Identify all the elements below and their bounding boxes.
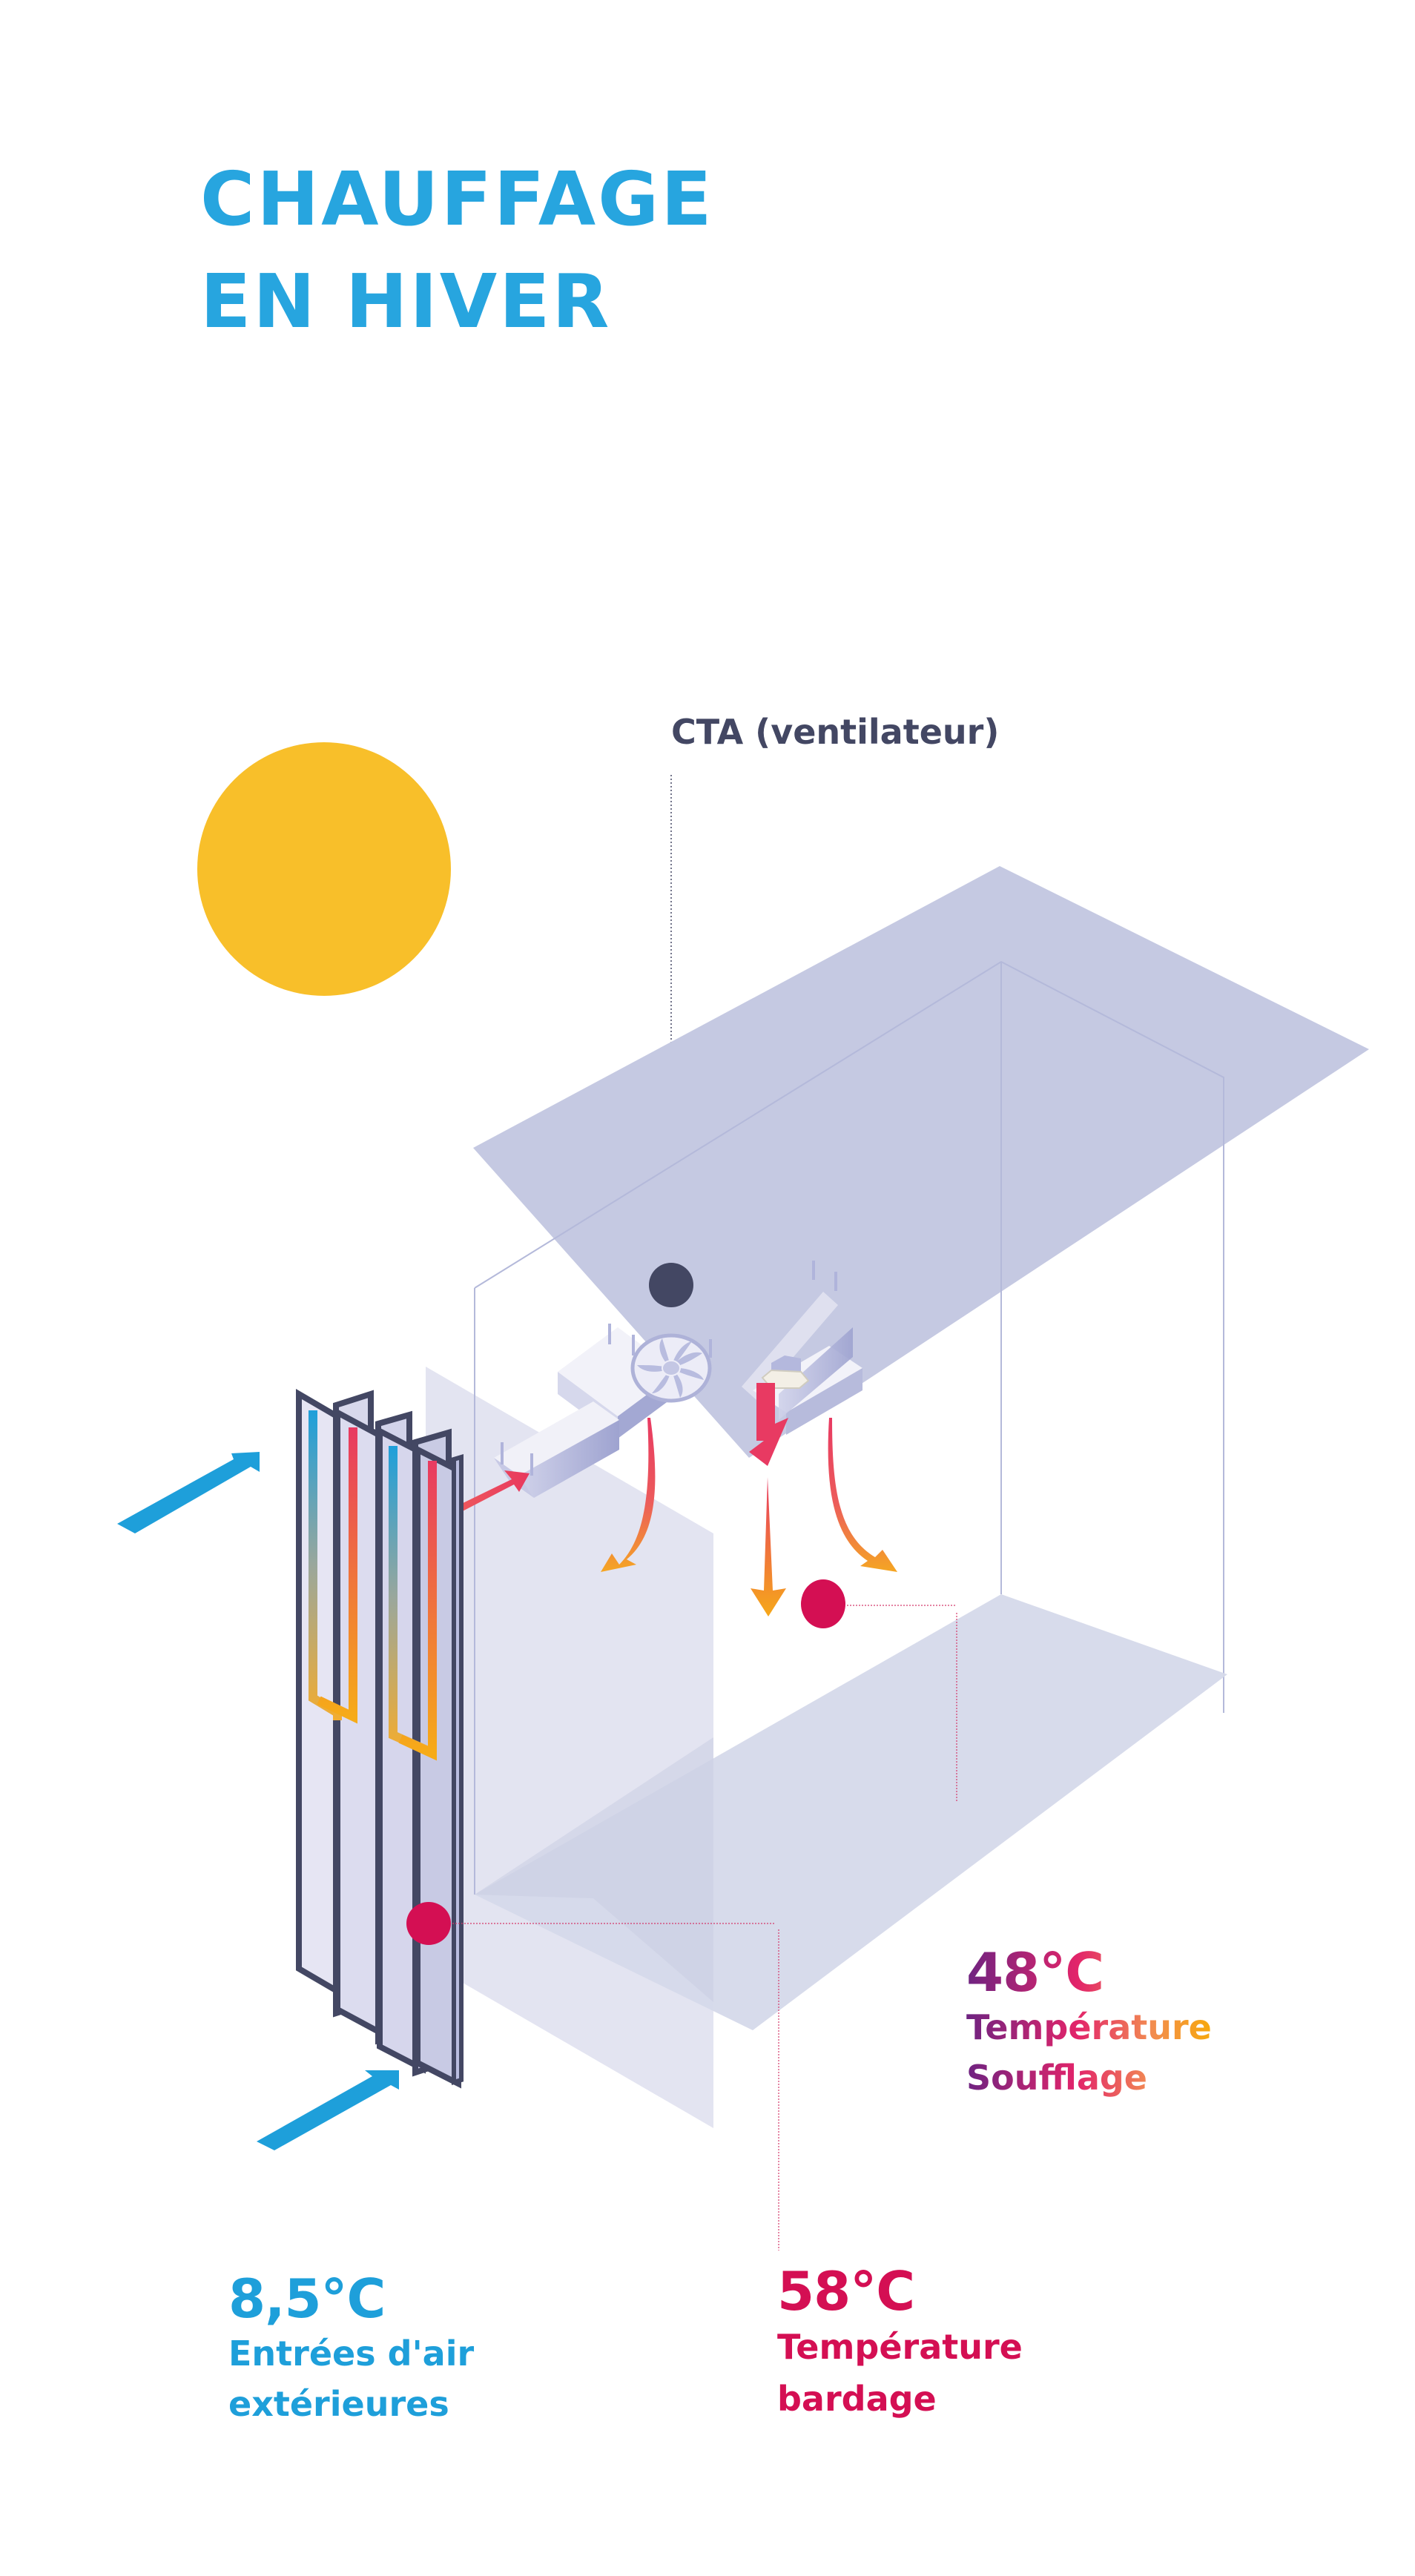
wall-panel (426, 1367, 713, 2128)
bardage-line-2: bardage (777, 2379, 937, 2419)
bardage-marker-dot (406, 1902, 451, 1945)
bardage-leader-line (452, 1923, 779, 2250)
cold-air-arrow-top (117, 1452, 260, 1533)
bardage-cladding (296, 1389, 464, 2089)
building-wireframe (474, 960, 1224, 1895)
exterior-line-2: extérieures (228, 2384, 449, 2424)
title-line-1: CHAUFFAGE (200, 156, 714, 242)
ceiling-panel (473, 866, 1369, 1458)
cold-air-arrow-bottom (257, 2070, 399, 2150)
soufflage-leader-line (847, 1605, 957, 1802)
soufflage-line-1: Température (966, 2002, 1212, 2052)
air-to-cta-arrow (454, 1470, 530, 1514)
soufflage-temperature: 48°C (966, 1943, 1212, 2002)
bardage-label: 58°C Température bardage (777, 2262, 1023, 2425)
arrow-curve-right-icon (828, 1418, 897, 1572)
page-title: CHAUFFAGE EN HIVER (200, 148, 714, 353)
sun-icon (197, 742, 451, 996)
exterior-air-label: 8,5°C Entrées d'air extérieures (228, 2269, 474, 2429)
exterior-line-1: Entrées d'air (228, 2334, 475, 2374)
fan-icon (630, 1333, 712, 1403)
bardage-line-1: Température (777, 2327, 1023, 2367)
warm-pipe-2 (398, 1461, 437, 1761)
arrow-down-icon (749, 1383, 788, 1466)
bardage-temperature: 58°C (777, 2260, 915, 2322)
title-line-2: EN HIVER (200, 258, 612, 345)
soufflage-label: 48°C Température Soufflage (966, 1943, 1212, 2103)
soufflage-marker-dot (801, 1579, 845, 1628)
cta-label: CTA (ventilateur) (671, 712, 1000, 752)
cta-marker-dot (649, 1263, 693, 1307)
soufflage-line-2: Soufflage (966, 2052, 1212, 2103)
exterior-temperature: 8,5°C (228, 2268, 386, 2330)
floor-panel-overlap (475, 1737, 713, 2002)
warm-pipe-1 (317, 1427, 357, 1724)
warm-air-arrows (601, 1383, 897, 1616)
arrow-curve-left-icon (601, 1418, 656, 1572)
arrow-down-thin-icon (751, 1477, 786, 1616)
cta-unit (494, 1261, 862, 1498)
